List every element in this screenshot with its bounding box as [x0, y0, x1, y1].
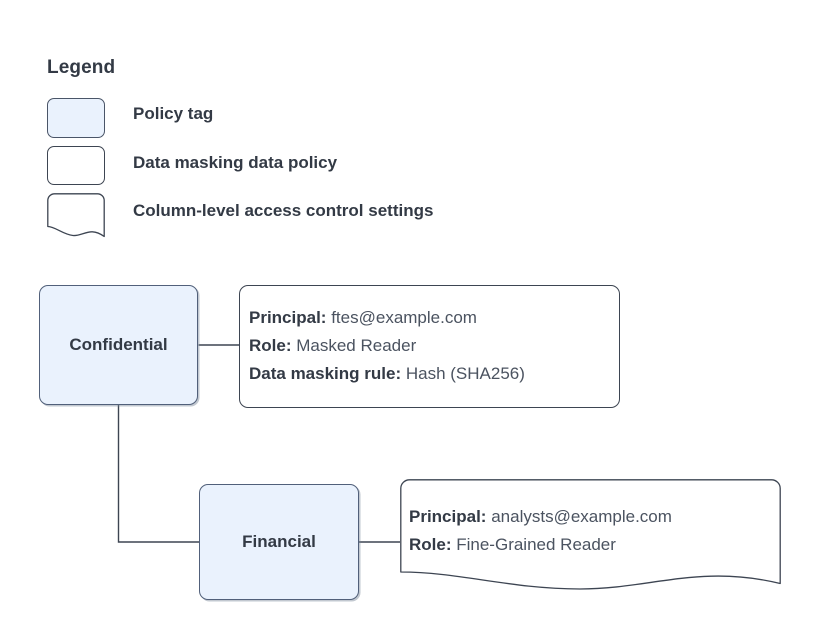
access-settings-value-principal: analysts@example.com	[491, 507, 672, 526]
column-level-access-swatch-icon	[47, 193, 105, 238]
masking-policy-rows: Principal: ftes@example.com Role: Masked…	[249, 304, 611, 388]
access-settings-row-principal: Principal: analysts@example.com	[409, 503, 773, 531]
masking-policy-value-rule: Hash (SHA256)	[405, 364, 525, 383]
connector-confidential-to-financial	[117, 405, 199, 543]
access-control-settings-doc-outline	[400, 479, 781, 590]
policy-tag-swatch	[47, 98, 105, 138]
legend-label-column-level-access: Column-level access control settings	[133, 201, 434, 220]
legend-title: Legend	[47, 57, 116, 78]
node-financial[interactable]: Financial	[199, 484, 359, 600]
masking-policy-row-rule: Data masking rule: Hash (SHA256)	[249, 360, 611, 388]
masking-policy-value-role: Masked Reader	[296, 336, 417, 355]
node-confidential-label: Confidential	[69, 335, 168, 354]
masking-policy-key-principal: Principal:	[249, 308, 327, 327]
masking-policy-box[interactable]: Principal: ftes@example.com Role: Masked…	[239, 285, 620, 408]
node-financial-label: Financial	[242, 532, 316, 551]
masking-policy-value-principal: ftes@example.com	[331, 308, 477, 327]
access-settings-key-role: Role:	[409, 535, 452, 554]
access-control-settings-doc[interactable]: Principal: analysts@example.com Role: Fi…	[400, 479, 781, 592]
access-settings-row-role: Role: Fine-Grained Reader	[409, 531, 773, 559]
access-settings-key-principal: Principal:	[409, 507, 487, 526]
legend-label-policy-tag: Policy tag	[133, 104, 214, 123]
access-settings-value-role: Fine-Grained Reader	[456, 535, 616, 554]
legend-label-data-masking-policy: Data masking data policy	[133, 153, 338, 172]
column-level-access-swatch	[47, 193, 105, 238]
masking-policy-row-principal: Principal: ftes@example.com	[249, 304, 611, 332]
access-control-settings-rows: Principal: analysts@example.com Role: Fi…	[409, 503, 773, 559]
masking-policy-row-role: Role: Masked Reader	[249, 332, 611, 360]
data-masking-policy-swatch	[47, 146, 105, 185]
masking-policy-key-rule: Data masking rule:	[249, 364, 402, 383]
masking-policy-key-role: Role:	[249, 336, 292, 355]
node-confidential[interactable]: Confidential	[39, 285, 198, 405]
